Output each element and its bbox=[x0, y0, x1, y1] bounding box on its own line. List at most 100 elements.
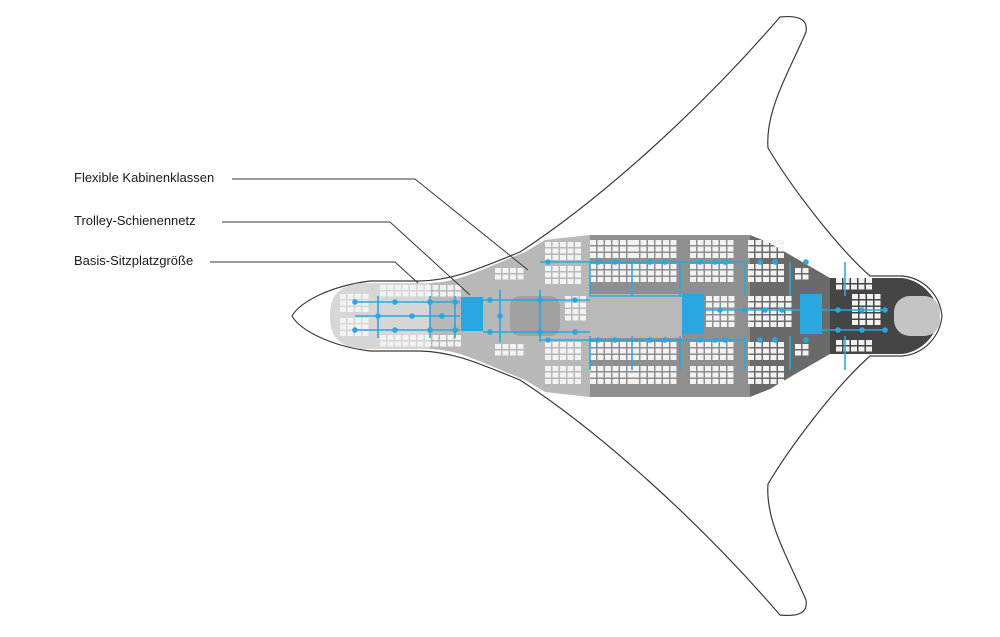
seat bbox=[387, 335, 394, 340]
seat bbox=[605, 264, 611, 269]
seat bbox=[713, 309, 720, 314]
seat bbox=[748, 309, 754, 314]
seat bbox=[663, 264, 669, 269]
seat bbox=[560, 242, 566, 247]
seat bbox=[565, 296, 571, 301]
seat bbox=[340, 331, 346, 336]
trolley-rail-node bbox=[803, 337, 809, 343]
seat bbox=[633, 253, 639, 258]
seat bbox=[552, 342, 559, 347]
seat bbox=[836, 340, 842, 345]
seat bbox=[648, 342, 654, 347]
seat bbox=[727, 379, 734, 384]
seat bbox=[627, 240, 634, 245]
seat bbox=[552, 248, 559, 254]
seat bbox=[690, 270, 696, 276]
seat bbox=[712, 355, 719, 360]
seat bbox=[580, 296, 586, 301]
seat bbox=[640, 270, 647, 276]
seat bbox=[627, 270, 634, 276]
seat bbox=[575, 266, 581, 271]
seat bbox=[560, 279, 566, 284]
trolley-rail-node bbox=[712, 337, 718, 343]
seat bbox=[748, 296, 754, 301]
seat bbox=[778, 246, 784, 252]
leader-line-trolley-rail bbox=[222, 221, 471, 296]
seat bbox=[778, 348, 784, 354]
trolley-rail-node bbox=[859, 307, 865, 313]
seat bbox=[410, 335, 416, 340]
seat bbox=[612, 264, 619, 269]
seat bbox=[778, 372, 784, 378]
seat bbox=[455, 335, 461, 340]
seat bbox=[663, 277, 669, 282]
seat bbox=[355, 324, 361, 330]
seat bbox=[670, 277, 677, 282]
seat bbox=[590, 348, 596, 354]
seat bbox=[597, 355, 604, 360]
seat bbox=[852, 300, 858, 306]
seat bbox=[748, 270, 754, 276]
seat bbox=[590, 342, 596, 347]
seat bbox=[663, 342, 669, 347]
seat bbox=[763, 342, 769, 347]
seat bbox=[495, 344, 501, 349]
seat bbox=[627, 246, 634, 252]
seat bbox=[727, 270, 734, 276]
seat bbox=[620, 270, 626, 276]
seat bbox=[560, 272, 566, 278]
seat bbox=[580, 315, 586, 321]
seat bbox=[697, 253, 704, 258]
trolley-rail-node bbox=[757, 259, 763, 265]
seat bbox=[712, 270, 719, 276]
seat bbox=[590, 240, 596, 245]
seat bbox=[778, 322, 784, 327]
trolley-rail-node bbox=[572, 297, 578, 303]
seat bbox=[785, 322, 792, 327]
seat bbox=[612, 253, 619, 258]
seat bbox=[663, 372, 669, 378]
seat bbox=[510, 274, 516, 280]
seat bbox=[690, 277, 696, 282]
seat bbox=[712, 366, 719, 371]
seat bbox=[843, 340, 850, 345]
seat bbox=[567, 342, 574, 347]
seat bbox=[545, 272, 551, 278]
seat bbox=[640, 246, 647, 252]
seat bbox=[580, 309, 586, 314]
seat bbox=[590, 253, 596, 258]
seat bbox=[340, 307, 346, 312]
seat bbox=[612, 355, 619, 360]
trolley-rail-node bbox=[545, 337, 551, 343]
seat bbox=[721, 315, 727, 321]
seat bbox=[670, 348, 677, 354]
seat bbox=[552, 242, 559, 247]
seat bbox=[720, 355, 726, 360]
seat bbox=[425, 291, 431, 297]
seat bbox=[648, 240, 654, 245]
seat bbox=[417, 335, 424, 340]
seat bbox=[713, 315, 720, 321]
trolley-rail-node bbox=[452, 299, 458, 305]
trolley-rail-node bbox=[779, 307, 785, 313]
seat bbox=[605, 348, 611, 354]
seat bbox=[705, 264, 711, 269]
seat bbox=[785, 315, 792, 321]
seat bbox=[380, 335, 386, 340]
seat bbox=[510, 344, 516, 349]
seat bbox=[763, 277, 769, 282]
seat bbox=[795, 350, 801, 356]
seat bbox=[387, 285, 394, 290]
seat bbox=[670, 379, 677, 384]
seat bbox=[748, 372, 754, 378]
seat bbox=[778, 302, 784, 308]
seat bbox=[763, 246, 769, 252]
seat bbox=[560, 372, 566, 378]
seat bbox=[655, 372, 662, 378]
seat bbox=[795, 274, 801, 280]
seat bbox=[590, 246, 596, 252]
seat bbox=[721, 322, 727, 327]
seat bbox=[867, 300, 873, 306]
seat bbox=[590, 277, 596, 282]
seat bbox=[785, 309, 792, 314]
